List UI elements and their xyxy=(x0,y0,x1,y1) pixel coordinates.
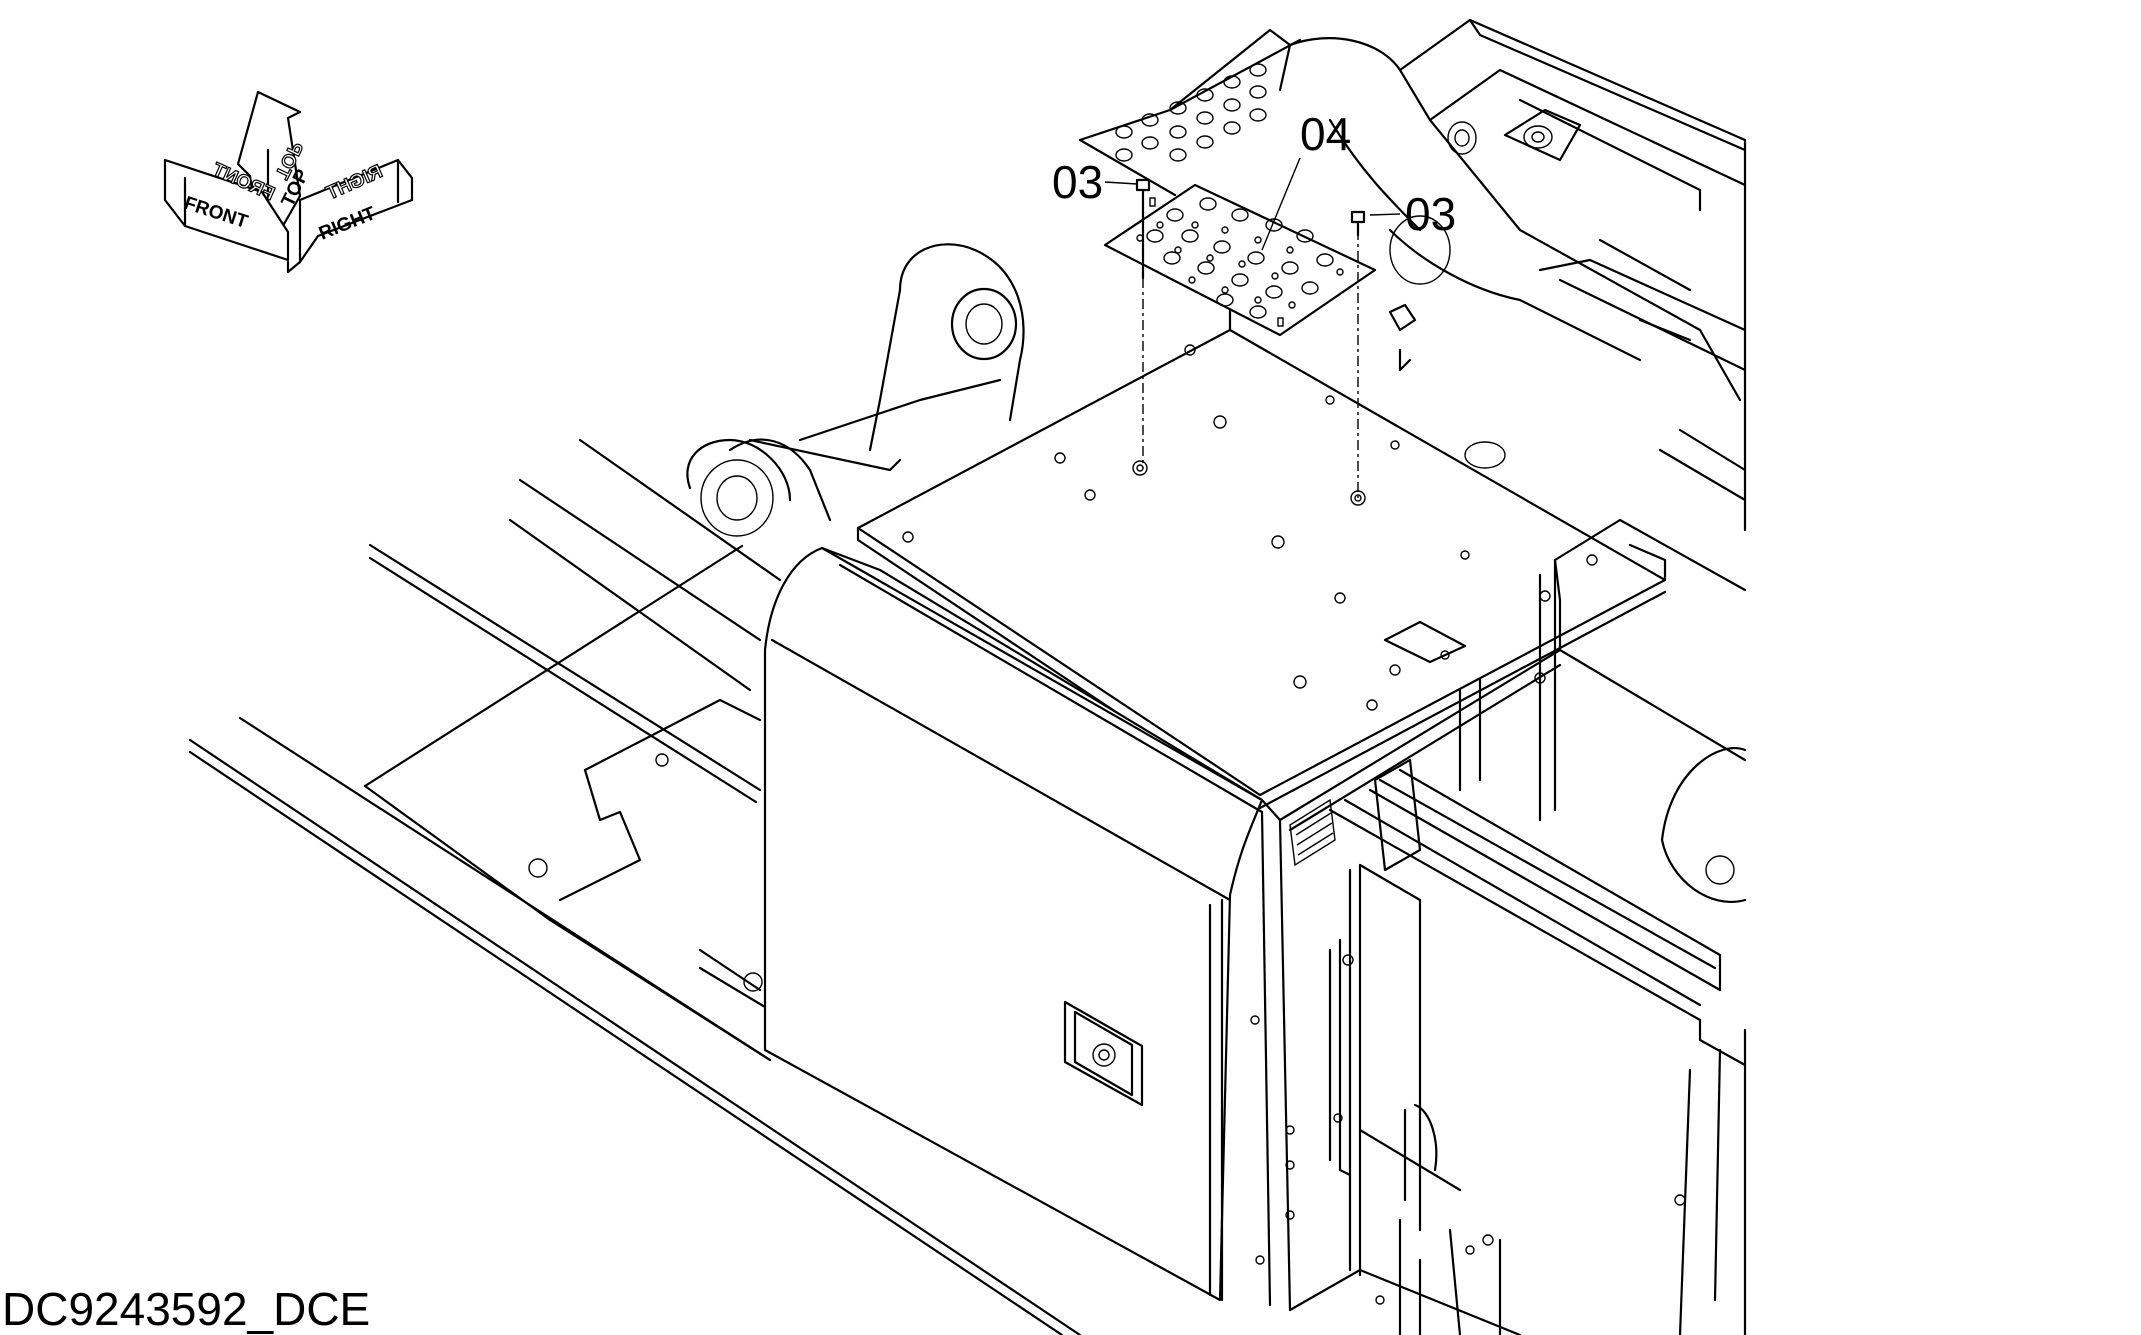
bolt-03-right xyxy=(1350,210,1366,237)
step-plate-installed xyxy=(1078,28,1302,197)
orientation-indicator: TOP TOP FRONT FRONT RIGHT RIGHT xyxy=(163,90,414,274)
installed-plate-holes xyxy=(1115,63,1267,162)
frame-rails xyxy=(188,438,1082,1335)
callout-03-right: 03 xyxy=(1405,188,1456,240)
bay-fasteners xyxy=(1250,590,1686,1305)
step-plate-holes xyxy=(1136,197,1344,327)
step-plate-04 xyxy=(1103,183,1377,498)
side-cover-panel xyxy=(763,546,1264,1302)
callout-leaders xyxy=(1104,157,1401,251)
cover-latch xyxy=(1063,1000,1144,1107)
bolt-03-left xyxy=(1135,178,1151,280)
equipment-bay xyxy=(1250,518,1747,1335)
image-code-caption: DC9243592_DCE xyxy=(2,1283,370,1335)
callout-03-left: 03 xyxy=(1052,156,1103,208)
louver-grille xyxy=(1289,798,1336,867)
callout-04: 04 xyxy=(1300,108,1351,160)
upper-frame xyxy=(1278,18,1747,532)
boom-hinge-brackets xyxy=(686,243,1025,537)
